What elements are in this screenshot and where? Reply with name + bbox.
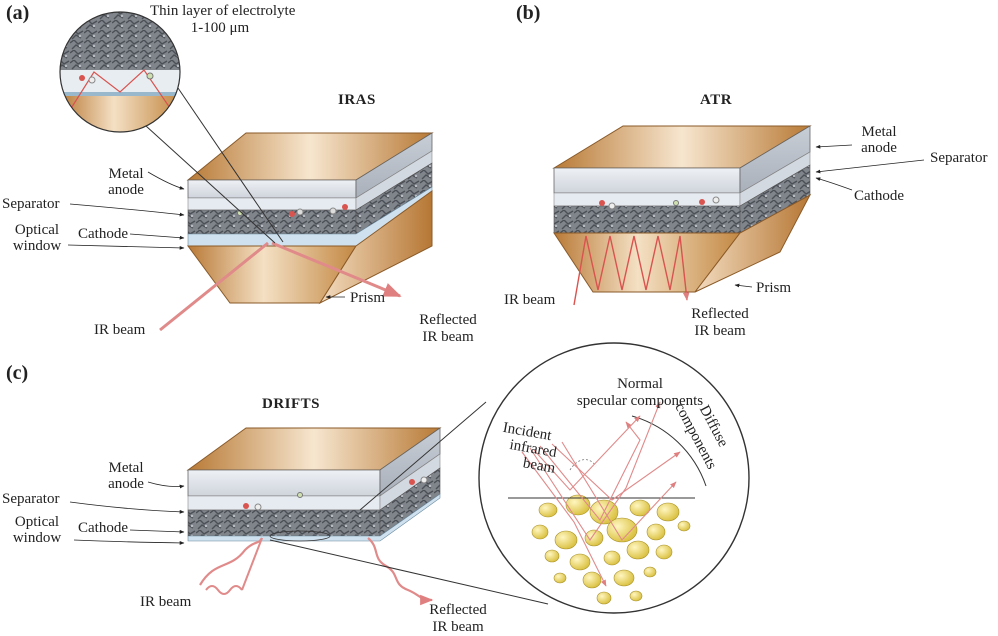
- particle: [646, 523, 666, 541]
- c-window-label-1: Optical: [14, 514, 60, 530]
- c-reflected-label-1: Reflected: [429, 602, 487, 618]
- ir-ray: [529, 401, 661, 541]
- panel-a-arrows: [67, 171, 345, 299]
- panel-c-cell: [186, 401, 549, 606]
- panel-b-arrows: [734, 144, 925, 288]
- panel-c-inset: [478, 342, 750, 614]
- a-cathode-label: Cathode: [78, 226, 128, 242]
- inset-caption-line2: 1-100 μm: [190, 20, 250, 36]
- ir-ray: [533, 415, 641, 491]
- particle: [656, 502, 680, 522]
- a-reflected-label-2: IR beam: [422, 329, 474, 345]
- c-ir-beam-label: IR beam: [140, 594, 192, 610]
- a-window-label-1: Optical: [14, 222, 60, 238]
- panel-a-tag: (a): [6, 2, 30, 24]
- panel-a-title: IRAS: [338, 92, 376, 108]
- b-reflected-label-1: Reflected: [691, 306, 749, 322]
- a-window-label-2: window: [12, 238, 62, 254]
- particle: [553, 572, 567, 584]
- a-ir-beam-label: IR beam: [94, 322, 146, 338]
- panel-c-title: DRIFTS: [262, 396, 321, 412]
- particle: [596, 591, 612, 605]
- b-ir-beam-label: IR beam: [504, 292, 556, 308]
- b-separator-label: Separator: [930, 150, 988, 166]
- b-metal-label-2: anode: [861, 140, 897, 156]
- particle: [629, 590, 643, 602]
- c-cathode-label: Cathode: [78, 520, 128, 536]
- c-window-label-2: window: [12, 530, 62, 546]
- particle: [603, 550, 621, 566]
- normal-label-1: Normal: [617, 376, 663, 392]
- particle: [626, 540, 650, 560]
- ir-ray: [539, 421, 641, 522]
- ir-ray: [561, 441, 677, 541]
- panel-c-tag: (c): [6, 362, 29, 384]
- particle: [606, 517, 638, 543]
- inset-caption-line1: Thin layer of electrolyte: [150, 3, 296, 19]
- panel-c-arrows: [69, 481, 185, 545]
- particle: [677, 520, 691, 532]
- particle: [629, 499, 651, 517]
- a-metal-label-1: Metal: [108, 166, 144, 182]
- c-metal-label-1: Metal: [108, 460, 144, 476]
- ir-ray: [551, 443, 681, 501]
- c-reflected-label-2: IR beam: [432, 619, 484, 635]
- normal-label-2: specular components: [576, 393, 704, 409]
- b-cathode-label: Cathode: [854, 188, 904, 204]
- panel-b-cell: [552, 125, 812, 306]
- particle: [531, 524, 549, 540]
- panel-b-tag: (b): [516, 2, 541, 24]
- panel-a-cell: [159, 132, 434, 332]
- particle: [584, 529, 604, 547]
- ir-ray: [521, 451, 607, 587]
- particle: [582, 571, 602, 589]
- particle: [538, 502, 558, 518]
- a-metal-label-2: anode: [108, 182, 144, 198]
- particle: [643, 566, 657, 578]
- particle: [613, 569, 635, 587]
- b-reflected-label-2: IR beam: [694, 323, 746, 339]
- c-metal-label-2: anode: [108, 476, 144, 492]
- b-prism-label: Prism: [756, 280, 792, 296]
- a-separator-label: Separator: [2, 196, 60, 212]
- c-separator-label: Separator: [2, 491, 60, 507]
- particle: [655, 544, 673, 560]
- a-reflected-label-1: Reflected: [419, 312, 477, 328]
- panel-b-title: ATR: [700, 92, 733, 108]
- particle: [544, 549, 560, 563]
- particle: [554, 530, 578, 550]
- b-metal-label-1: Metal: [861, 124, 897, 140]
- a-prism-label: Prism: [350, 290, 386, 306]
- particle: [569, 553, 591, 571]
